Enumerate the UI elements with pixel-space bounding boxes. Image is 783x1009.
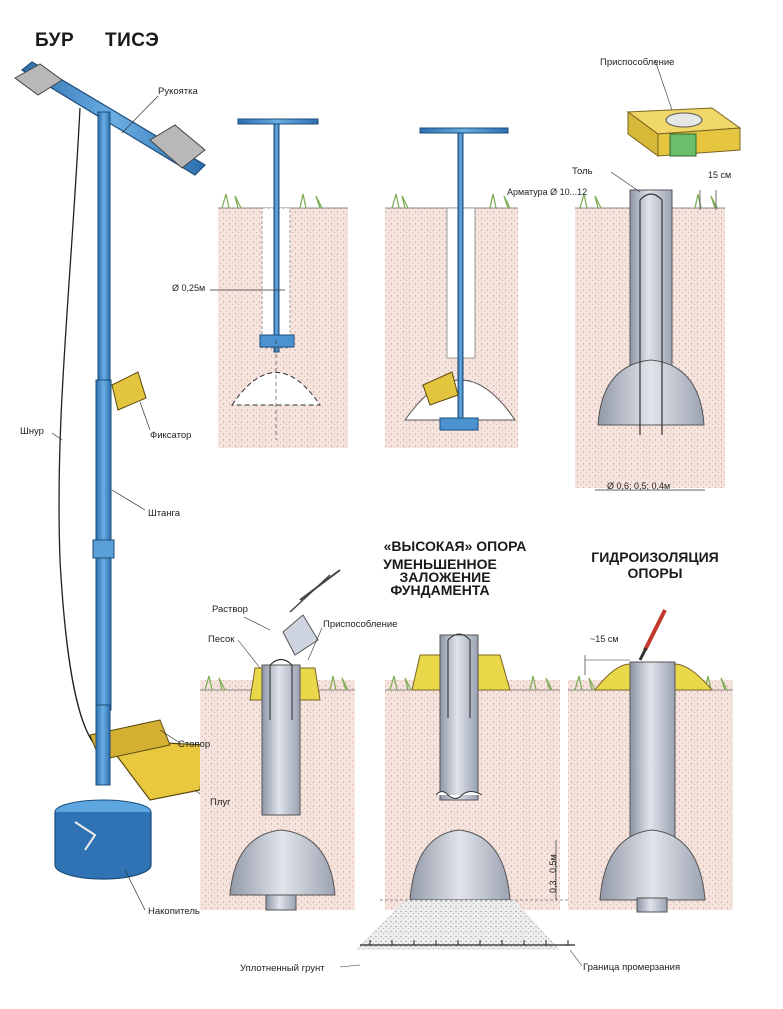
- rod-clamp: [92, 539, 115, 559]
- handle-grip-left: [14, 63, 63, 96]
- cord-line: [58, 107, 96, 746]
- step2-widening: [385, 127, 518, 448]
- step1-handle: [237, 118, 319, 125]
- label-depth: 0,3...0,5м: [548, 854, 558, 893]
- leader-stopper: [159, 729, 181, 744]
- stepB-pipe: [439, 634, 479, 801]
- label-compacted-soil: Уплотненный грунт: [240, 963, 325, 974]
- step2-collector: [439, 417, 479, 431]
- label-latch: Фиксатор: [150, 430, 192, 441]
- step3-pillar-body: [629, 189, 673, 376]
- label-frost-line: Граница промерзания: [583, 962, 681, 973]
- stepB-gravel: [355, 900, 560, 950]
- stepC-pipe: [629, 661, 676, 843]
- title-right: ТИСЭ: [105, 30, 160, 51]
- stepA-mortar: [282, 614, 319, 656]
- stepB-base: [409, 829, 511, 901]
- step1-cavity: [231, 372, 321, 406]
- subtitle-foundation: ФУНДАМЕНТА: [390, 582, 490, 598]
- handle-grip-right: [149, 124, 206, 169]
- leader-rod: [111, 489, 146, 511]
- label-cord: Шнур: [20, 426, 44, 437]
- collector-body: [54, 812, 152, 880]
- label-rod: Штанга: [148, 508, 181, 519]
- collector-blade: [74, 821, 97, 851]
- label-gap-15: 15 см: [708, 170, 732, 180]
- stepA-pipe: [261, 664, 301, 816]
- frost-line: [339, 940, 583, 968]
- step2-grass: [391, 193, 511, 209]
- label-mortar: Раствор: [212, 604, 248, 615]
- stepA-pouring: [200, 569, 355, 911]
- label-hole-diameter: Ø 0,25м: [172, 283, 206, 293]
- label-roofing: Толь: [572, 166, 593, 177]
- drill: [14, 61, 209, 911]
- step2-handle: [419, 127, 509, 134]
- rod-upper: [97, 111, 111, 383]
- step1-collector: [259, 334, 295, 348]
- label-gap-15-bottom: ~15 см: [590, 634, 619, 644]
- leader-latch: [139, 401, 151, 431]
- title-waterproofing: ГИДРОИЗОЛЯЦИЯ: [591, 549, 719, 565]
- leader-handle: [121, 95, 159, 134]
- label-device: Приспособление: [323, 619, 398, 630]
- title-left: БУР: [35, 30, 75, 51]
- step3-rebar: [639, 193, 663, 435]
- title-high-pillar: «ВЫСОКАЯ» ОПОРА: [383, 538, 527, 554]
- leader-cord: [51, 432, 63, 441]
- step3-pillar: [575, 59, 742, 491]
- step1-drilling: [210, 118, 348, 448]
- label-rebar: Арматура Ø 10...12: [507, 187, 588, 197]
- step1-grass: [221, 193, 323, 209]
- stepC-waterproof: [568, 609, 733, 913]
- title-waterproofing-2: ОПОРЫ: [627, 565, 683, 581]
- step3-grass: [579, 193, 718, 209]
- label-sand: Песок: [208, 634, 235, 645]
- label-handle: Рукоятка: [158, 86, 198, 97]
- subtitle-laying: ЗАЛОЖЕНИЕ: [399, 569, 491, 585]
- label-collector: Накопитель: [148, 906, 200, 917]
- device-pipe-green: [669, 133, 697, 157]
- stepB-high: [355, 633, 575, 950]
- label-stopper: Стопор: [178, 739, 211, 750]
- label-plough: Плуг: [210, 797, 231, 808]
- leader-collector: [124, 869, 146, 911]
- label-device-top: Приспособление: [600, 57, 675, 68]
- stepA-base: [229, 829, 336, 896]
- label-base-diameters: Ø 0,6; 0,5; 0,4м: [607, 481, 671, 491]
- step2-plough: [422, 371, 459, 406]
- rod-bottom: [95, 704, 111, 786]
- step1-rod: [273, 121, 280, 353]
- latch: [111, 371, 147, 411]
- step2-rod: [457, 131, 464, 423]
- stepC-brush: [643, 609, 667, 651]
- subtitle-reduced: УМЕНЬШЕННОЕ: [383, 556, 497, 572]
- stepC-base: [599, 829, 706, 901]
- step3-base: [597, 359, 705, 426]
- device-pipe: [665, 112, 703, 128]
